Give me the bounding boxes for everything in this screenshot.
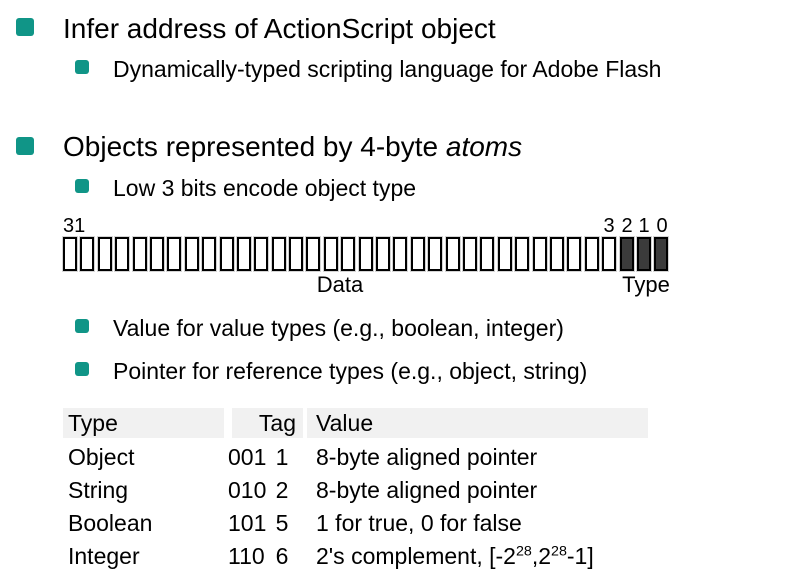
- data-bit-box: [548, 236, 565, 272]
- table-row-boolean: Boolean 101 5 1 for true, 0 for false: [63, 507, 648, 540]
- table-body: Object 001 1 8-byte aligned pointer Stri…: [63, 441, 648, 573]
- data-bit-box: [305, 236, 322, 272]
- data-bit-box: [96, 236, 113, 272]
- data-bit-box: [496, 236, 513, 272]
- bit-2-label: 2: [621, 215, 633, 237]
- data-field-caption: Data: [316, 272, 364, 297]
- bit-0-label: 0: [656, 215, 668, 237]
- data-bit-box: [357, 236, 374, 272]
- type-bit-box: [653, 236, 670, 272]
- data-bit-box: [183, 236, 200, 272]
- data-bit-box: [131, 236, 148, 272]
- exponent: 28: [551, 543, 567, 560]
- integer-range-text: -1]: [566, 543, 594, 569]
- cell-tag-decimal: 5: [275, 510, 289, 536]
- bullet-square-icon: [75, 319, 89, 333]
- data-bit-box: [340, 236, 357, 272]
- cell-tag-binary: 110: [228, 543, 265, 569]
- data-bit-box: [114, 236, 131, 272]
- exponent: 28: [515, 543, 532, 560]
- bullet-square-icon: [16, 18, 34, 36]
- subbullet-dynamically-typed: Dynamically-typed scripting language for…: [113, 56, 662, 82]
- atoms-emphasis: atoms: [445, 131, 523, 162]
- data-bit-box: [583, 236, 600, 272]
- data-bit-box: [322, 236, 339, 272]
- header-tag: Tag: [232, 408, 303, 438]
- data-bit-box: [514, 236, 531, 272]
- data-bit-box: [375, 236, 392, 272]
- data-bit-box: [444, 236, 461, 272]
- bullet-square-icon: [75, 179, 89, 193]
- type-field-caption: Type: [622, 272, 670, 297]
- bullet-square-icon: [75, 60, 89, 74]
- cell-value: 8-byte aligned pointer: [316, 444, 538, 470]
- bullet-objects-atoms: Objects represented by 4-byte atoms: [63, 130, 522, 164]
- header-type: Type: [63, 408, 224, 438]
- cell-tag-decimal: 1: [275, 444, 289, 470]
- cell-tag-decimal: 6: [275, 543, 289, 569]
- bullet-square-icon: [16, 137, 34, 155]
- subbullet-reference-types: Pointer for reference types (e.g., objec…: [113, 358, 588, 384]
- bit-3-label: 3: [603, 215, 615, 237]
- data-bit-box: [531, 236, 548, 272]
- data-bit-box: [601, 236, 618, 272]
- cell-type: Object: [68, 444, 135, 470]
- cell-type: Integer: [68, 543, 140, 569]
- data-bit-box: [253, 236, 270, 272]
- data-bit-box: [270, 236, 287, 272]
- subbullet-value-types: Value for value types (e.g., boolean, in…: [113, 315, 564, 341]
- subbullet-low-3-bits: Low 3 bits encode object type: [113, 175, 417, 201]
- bullet-square-icon: [75, 362, 89, 376]
- cell-tag-binary: 001: [228, 444, 267, 470]
- header-value: Value: [307, 408, 648, 438]
- data-bit-box: [62, 236, 78, 272]
- data-bit-box: [218, 236, 235, 272]
- cell-tag-decimal: 2: [275, 477, 289, 503]
- data-bit-box: [201, 236, 218, 272]
- data-bit-box: [166, 236, 183, 272]
- data-bit-box: [461, 236, 478, 272]
- cell-type: Boolean: [68, 510, 153, 536]
- data-bit-box: [288, 236, 305, 272]
- data-bit-box: [566, 236, 583, 272]
- cell-value: 2's complement, [-228,228-1]: [292, 543, 648, 570]
- data-bit-box: [148, 236, 165, 272]
- bit-31-label: 31: [63, 215, 86, 237]
- header-gap: [224, 408, 232, 438]
- data-bit-box: [79, 236, 96, 272]
- type-tag-table: Type Tag Value Object 001 1 8-byte align…: [63, 408, 648, 573]
- data-bit-box: [479, 236, 496, 272]
- table-header-row: Type Tag Value: [63, 408, 648, 438]
- integer-range-text: ,2: [531, 543, 552, 569]
- data-bit-box: [427, 236, 444, 272]
- bullet-objects-atoms-text: Objects represented by 4-byte: [63, 131, 446, 162]
- type-bit-box: [635, 236, 652, 272]
- integer-range-text: 2's complement, [-2: [316, 543, 516, 569]
- table-row-integer: Integer 110 6 2's complement, [-228,228-…: [63, 540, 648, 573]
- table-row-string: String 010 2 8-byte aligned pointer: [63, 474, 648, 507]
- type-bit-box: [618, 236, 635, 272]
- data-bit-box: [409, 236, 426, 272]
- cell-value: 1 for true, 0 for false: [316, 510, 522, 536]
- cell-value: 8-byte aligned pointer: [316, 477, 538, 503]
- bit-box-row: [62, 236, 670, 272]
- cell-type: String: [68, 477, 129, 503]
- cell-tag-binary: 101: [228, 510, 267, 536]
- data-bit-box: [392, 236, 409, 272]
- bullet-infer-address: Infer address of ActionScript object: [63, 13, 496, 44]
- cell-tag-binary: 010: [228, 477, 267, 503]
- data-bit-box: [235, 236, 252, 272]
- bit-1-label: 1: [638, 215, 650, 237]
- table-row-object: Object 001 1 8-byte aligned pointer: [63, 441, 648, 474]
